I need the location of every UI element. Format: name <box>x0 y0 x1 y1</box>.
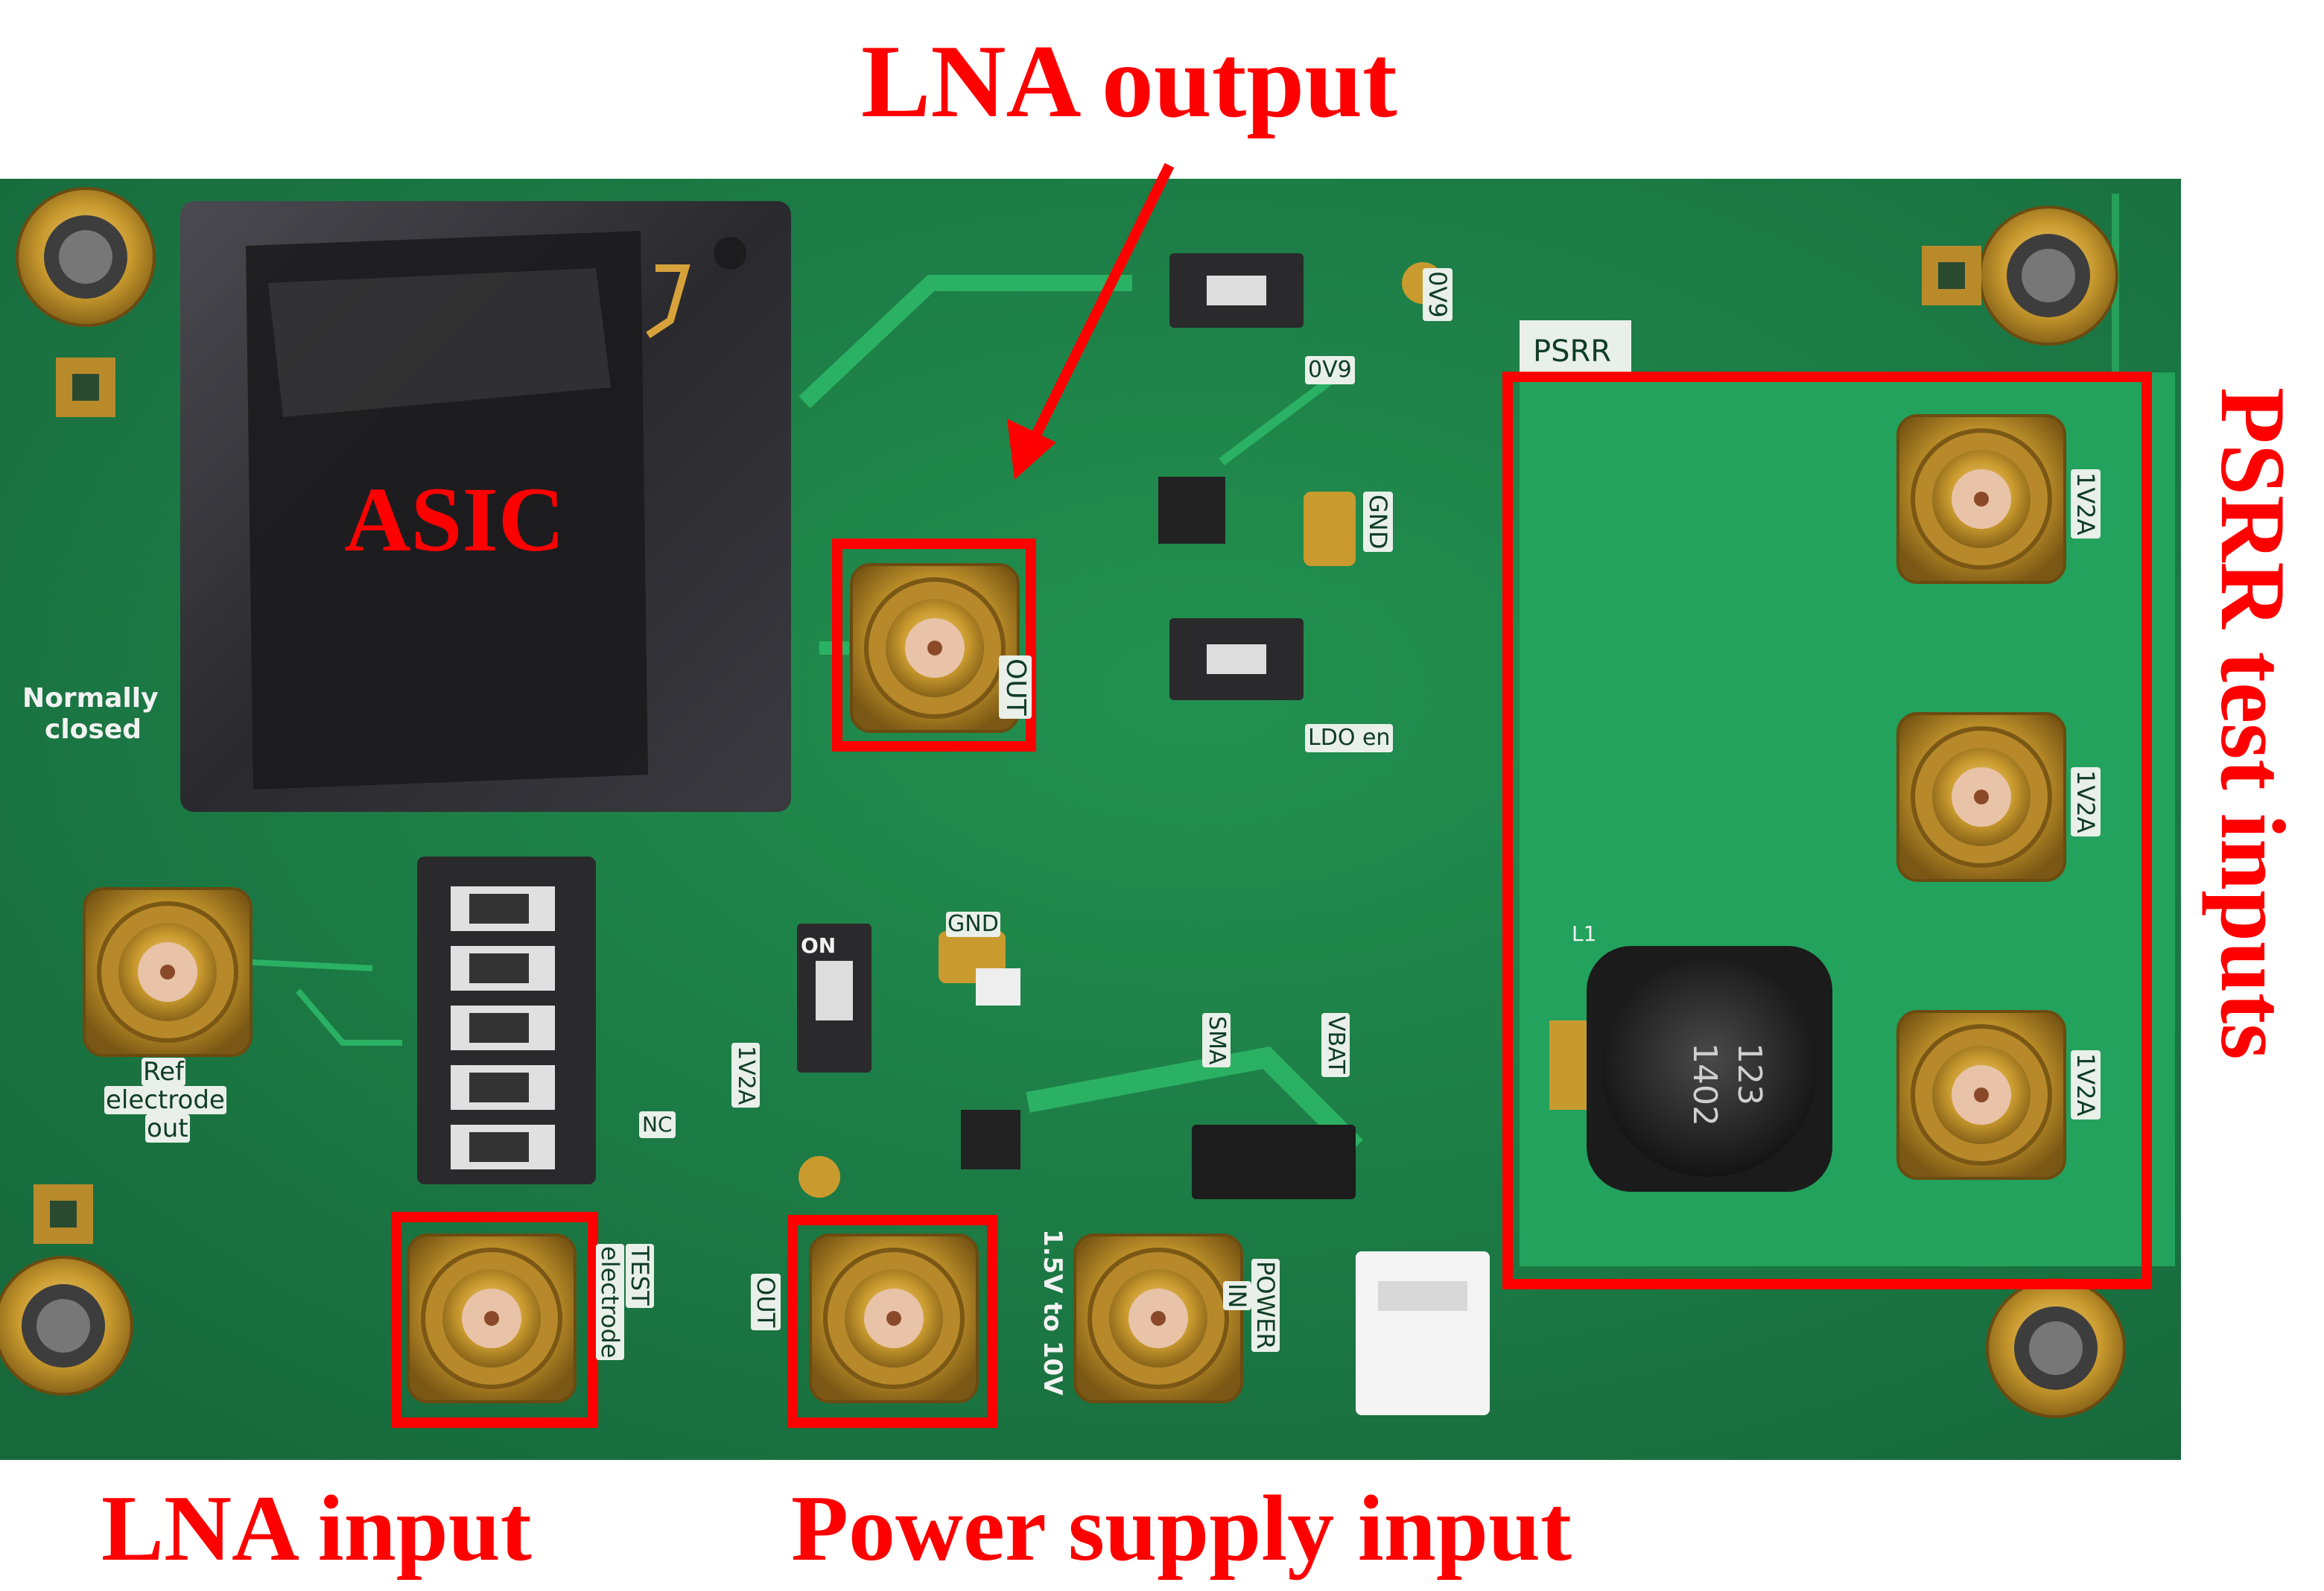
sma-out-bottom <box>810 1235 977 1402</box>
vbat-label: VBAT <box>1321 1013 1350 1077</box>
ldo-en-label: LDO en <box>1305 724 1394 752</box>
v1v2a-mid-label: 1V2A <box>731 1043 760 1108</box>
sma-psrr-3 <box>1898 1012 2065 1178</box>
out-bottom-label: OUT <box>751 1274 781 1331</box>
inductor-marking-1: 1402 <box>1686 1043 1724 1126</box>
lna-input-callout: LNA input <box>101 1477 532 1581</box>
lna-input-highlight <box>391 1212 598 1428</box>
out-mid-label: OUT <box>999 655 1032 719</box>
psrr-silk: PSRR <box>1530 334 1615 369</box>
lna-output-highlight <box>832 539 1036 752</box>
sma-psrr-1 <box>1898 416 2065 582</box>
sma-lna-output <box>851 565 1018 731</box>
on-label: ON <box>801 933 836 958</box>
ref-electrode-label-3: out <box>145 1114 190 1143</box>
lna-output-callout: LNA output <box>861 24 1397 139</box>
psrr-highlight <box>1502 372 2152 1289</box>
psrr-test-inputs-callout: PSRR test inputs <box>2202 387 2304 1060</box>
sma-power-in <box>1075 1235 1242 1402</box>
power-in-label-1: POWER <box>1251 1259 1280 1352</box>
ref-electrode-label-2: electrode <box>104 1085 226 1115</box>
inductor-marking-2: 123 <box>1730 1043 1768 1105</box>
sma-psrr-2 <box>1898 714 2065 880</box>
ov9-label-a: 0V9 <box>1423 268 1452 321</box>
voltage-range-label: 1.5V to 10V <box>1038 1229 1067 1396</box>
jumper <box>1192 1125 1356 1199</box>
gnd-top-label: GND <box>1363 492 1393 553</box>
asic-callout: ASIC <box>344 469 565 571</box>
normally-closed-label-2: closed <box>45 714 142 745</box>
v1v2a-label-a: 1V2A <box>2071 469 2101 539</box>
power-supply-highlight <box>787 1215 997 1428</box>
sma-label: SMA <box>1202 1013 1231 1068</box>
v1v2a-label-b: 1V2A <box>2071 767 2101 836</box>
ref-electrode-label-1: Ref <box>142 1057 185 1087</box>
gnd-mid-label: GND <box>946 911 1000 937</box>
ov9-label-b: 0V9 <box>1305 356 1355 384</box>
lna-output-arrow <box>1029 162 1175 442</box>
nc-label: NC <box>639 1111 676 1138</box>
power-supply-input-callout: Power supply input <box>791 1477 1572 1581</box>
sma-ref-electrode <box>84 889 251 1055</box>
test-electrode-label-1: TEST <box>626 1244 654 1308</box>
l1-label: L1 <box>1572 921 1597 946</box>
v1v2a-label-c: 1V2A <box>2071 1050 2101 1120</box>
normally-closed-label-1: Normally <box>22 683 159 714</box>
sma-lna-input <box>408 1235 575 1402</box>
test-electrode-label-2: electrode <box>596 1244 624 1361</box>
power-in-label-2: IN <box>1223 1281 1251 1311</box>
white-connector <box>1356 1251 1490 1415</box>
